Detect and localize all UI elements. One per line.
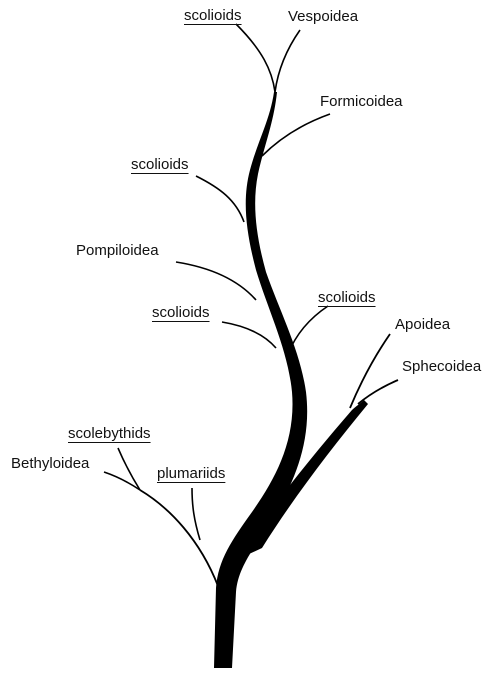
branch-apoidea xyxy=(350,334,390,408)
branch-pompiloidea xyxy=(176,262,256,300)
branch-formicoidea xyxy=(262,114,330,156)
branch-scolioids-top xyxy=(236,24,275,92)
label-sphecoidea: Sphecoidea xyxy=(402,359,481,374)
branch-scolioids-mid-left xyxy=(222,322,276,348)
branch-plumariids xyxy=(192,488,200,540)
label-pompiloidea: Pompiloidea xyxy=(76,243,159,258)
branch-scolioids-upper-left xyxy=(196,176,244,222)
label-scolioids-top: scolioids xyxy=(184,8,242,23)
label-scolioids-upper-left: scolioids xyxy=(131,157,189,172)
branch-bethyloid-stem xyxy=(140,490,218,586)
branch-vespoidea xyxy=(275,30,300,92)
label-bethyloidea: Bethyloidea xyxy=(11,456,89,471)
label-vespoidea: Vespoidea xyxy=(288,9,358,24)
label-scolioids-mid-left: scolioids xyxy=(152,305,210,320)
label-scolebythids: scolebythids xyxy=(68,426,151,441)
label-apoidea: Apoidea xyxy=(395,317,450,332)
label-formicoidea: Formicoidea xyxy=(320,94,403,109)
label-plumariids: plumariids xyxy=(157,466,225,481)
label-scolioids-mid-right: scolioids xyxy=(318,290,376,305)
main-trunk xyxy=(214,92,307,668)
